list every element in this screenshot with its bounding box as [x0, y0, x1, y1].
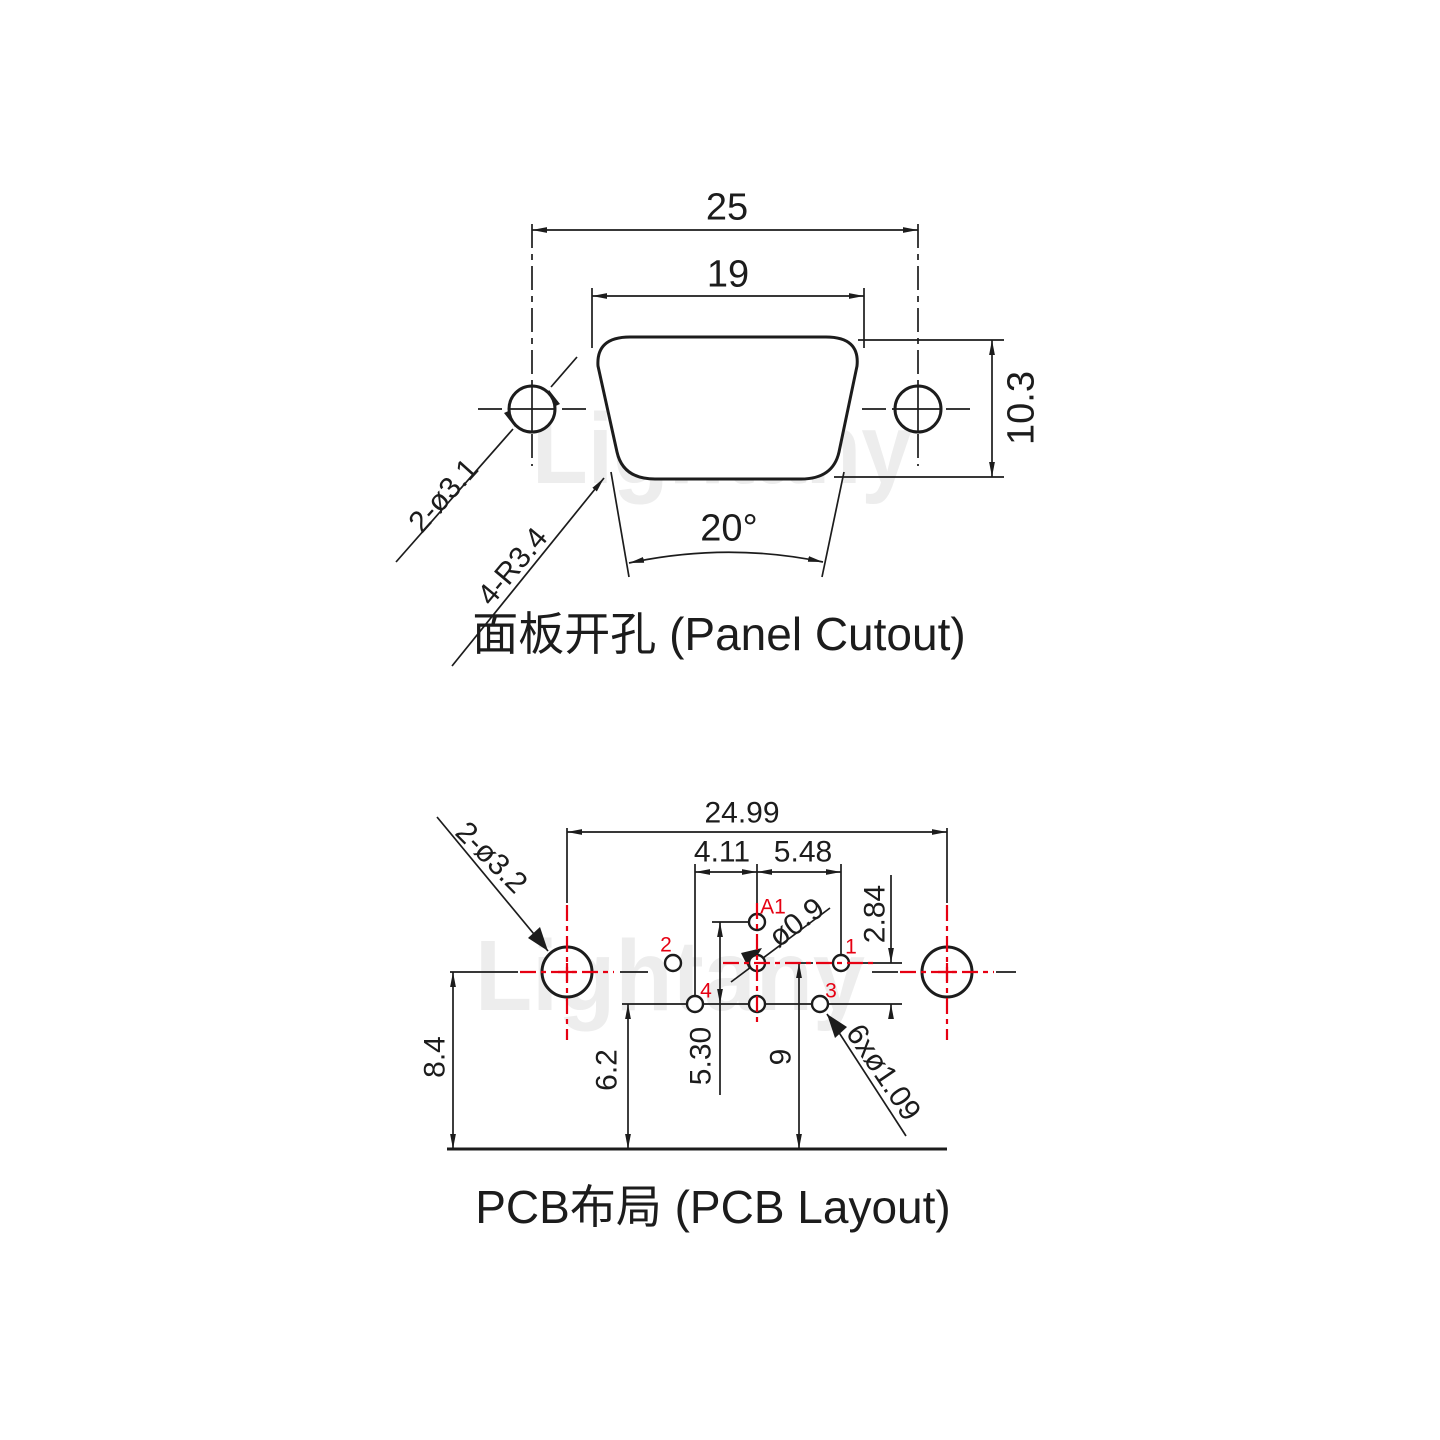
pin-label-2: 2 — [660, 933, 672, 956]
pcb-mount-callout-leader — [436, 816, 549, 952]
pcb-mount-callout-arrow — [528, 927, 548, 951]
dim-overall-width: 25 — [706, 186, 748, 228]
corner-radius-callout: 4-R3.4 — [471, 522, 554, 612]
dim-mount-height: 8.4 — [419, 1036, 452, 1078]
panel-hole-callout: 2-ø3.1 — [402, 452, 485, 539]
signal-hole-callout: 6xø1.09 — [839, 1018, 927, 1126]
dim-opening-height: 10.3 — [1000, 371, 1042, 445]
pin-2 — [663, 953, 683, 973]
taper-angle-arc — [628, 551, 824, 564]
pcb-layout-title: PCB布局 (PCB Layout) — [475, 1181, 950, 1233]
pin-3 — [810, 994, 830, 1014]
pin-4 — [685, 994, 705, 1014]
signal-hole-leader — [826, 1013, 907, 1137]
panel-cutout-opening — [596, 335, 859, 481]
panel-cutout-title: 面板开孔 (Panel Cutout) — [472, 608, 965, 660]
taper-extension-right — [821, 471, 845, 578]
dim-right-pitch: 5.48 — [774, 836, 832, 869]
pin-label-1: 1 — [845, 935, 857, 958]
pin-label-4: 4 — [700, 979, 712, 1002]
dim-row-span: 5.30 — [685, 1027, 718, 1085]
dim-pin1-drop: 2.84 — [859, 885, 892, 943]
panel-cutout-drawing: 25 19 10.3 20° 2-ø3.1 4-R3.4 — [395, 186, 1042, 667]
hole-callout-leader-lower — [395, 428, 514, 563]
pin-label-a1: A1 — [760, 895, 786, 918]
dim-bottom-row-height: 6.2 — [591, 1049, 624, 1091]
pcb-mount-hole-callout: 2-ø3.2 — [449, 815, 534, 900]
radius-callout-leader — [451, 477, 605, 667]
signal-hole-leader-arrow — [827, 1014, 847, 1038]
dim-center-height: 9 — [765, 1049, 798, 1066]
dim-opening-width: 19 — [707, 253, 749, 295]
dim-left-pitch: 4.11 — [694, 836, 750, 869]
pin-label-3: 3 — [825, 979, 837, 1002]
taper-extension-left — [610, 471, 630, 578]
dim-taper-angle: 20° — [700, 507, 757, 549]
hole-callout-leader-upper — [550, 356, 578, 388]
dim-pcb-overall-width: 24.99 — [704, 797, 779, 830]
coax-pin-leader — [730, 907, 831, 983]
